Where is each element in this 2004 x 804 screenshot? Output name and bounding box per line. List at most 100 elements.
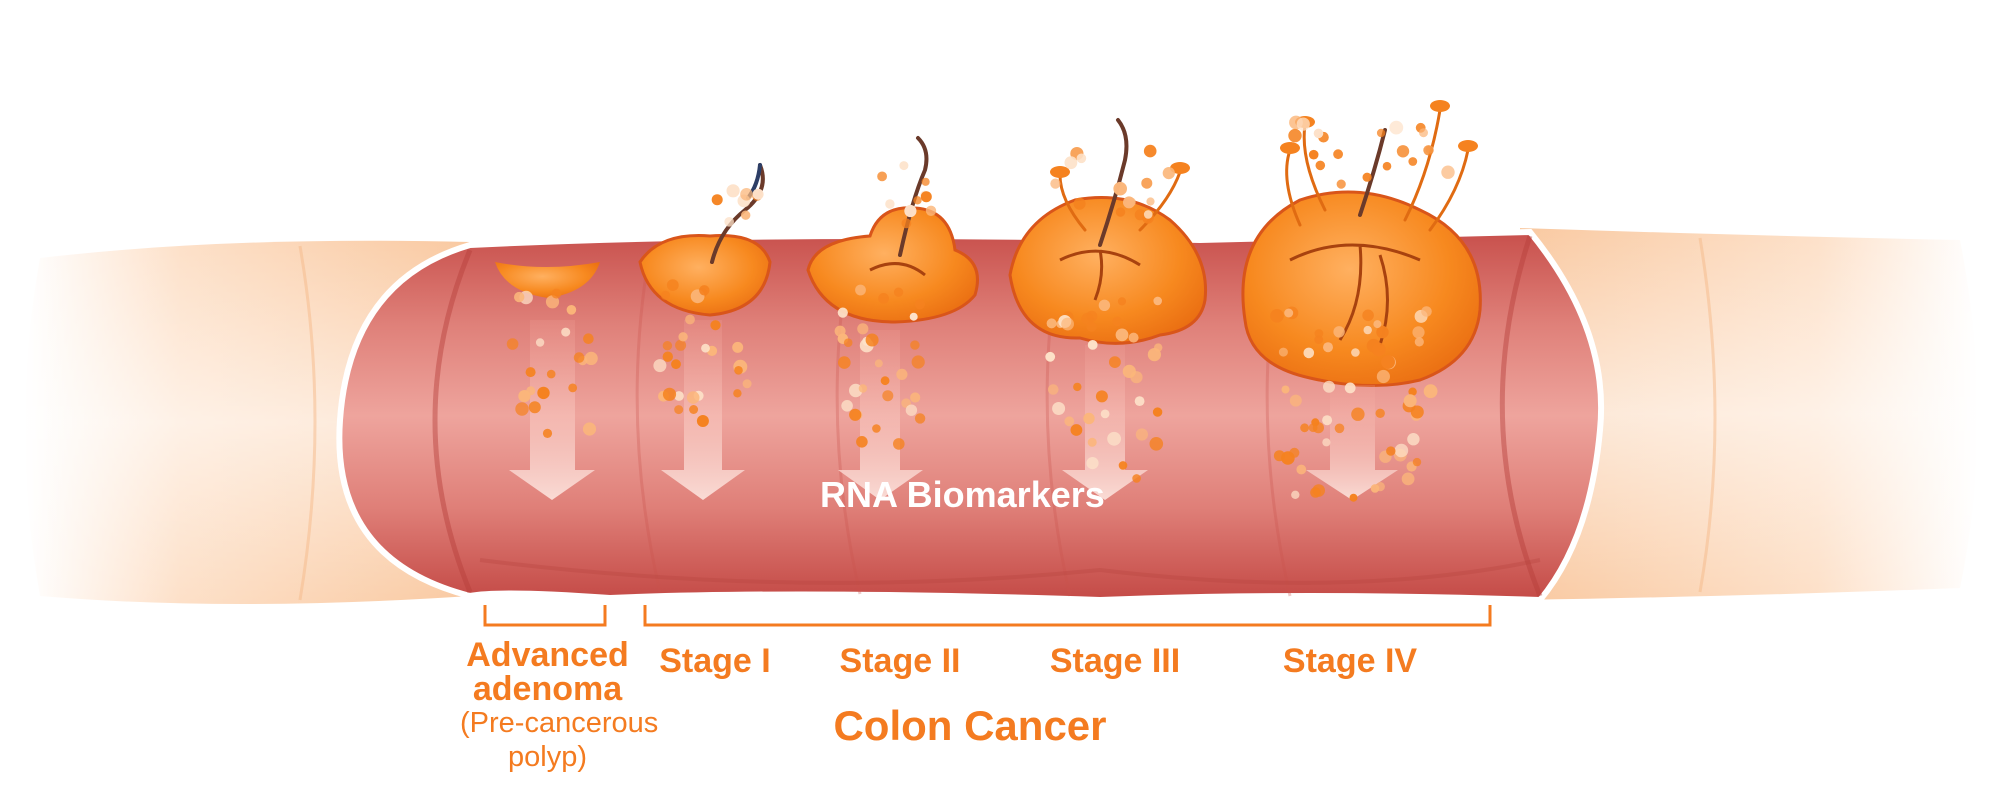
rna-particle <box>1107 431 1121 446</box>
rna-particle <box>913 196 922 205</box>
rna-particle <box>1310 487 1321 498</box>
rna-particle <box>910 340 920 350</box>
rna-particle <box>1281 385 1290 394</box>
rna-particle <box>1086 457 1099 470</box>
rna-particle <box>1095 390 1108 403</box>
rna-particle <box>1315 160 1326 171</box>
rna-particle <box>1143 210 1153 219</box>
stage-1-tumor <box>638 234 772 317</box>
rna-particle <box>1115 328 1129 342</box>
rna-particle <box>583 333 594 345</box>
rna-particle <box>1396 145 1410 158</box>
rna-particle <box>858 384 868 393</box>
outer-colon-right <box>1520 228 1978 600</box>
rna-particle <box>893 438 905 450</box>
rna-particle <box>1336 179 1346 189</box>
rna-particle <box>674 405 684 415</box>
rna-particle <box>837 307 848 318</box>
stage-brackets <box>483 605 1492 627</box>
rna-particle <box>1323 380 1335 393</box>
rna-particle <box>914 299 926 310</box>
rna-particle <box>1284 308 1294 318</box>
rna-particle <box>1410 405 1424 419</box>
rna-particle <box>849 408 862 421</box>
colon-cancer-label: Colon Cancer <box>833 702 1107 749</box>
rna-particle <box>525 367 536 378</box>
rna-particle <box>740 188 753 201</box>
rna-particle <box>699 285 710 296</box>
rna-particle <box>1351 407 1365 421</box>
rna-particle <box>1045 351 1056 362</box>
rna-particle <box>1134 396 1145 406</box>
adenoma-title-line2: adenoma <box>472 670 623 708</box>
rna-particle <box>1323 342 1333 353</box>
rna-particle <box>1149 437 1164 451</box>
rna-particle <box>1403 394 1417 408</box>
tumors <box>495 190 1482 388</box>
rna-particle <box>904 204 917 218</box>
rna-particle <box>1421 306 1432 317</box>
rna-particle <box>1083 412 1095 425</box>
rna-particle <box>546 369 556 379</box>
rna-particle <box>925 205 937 216</box>
rna-particle <box>882 390 894 402</box>
rna-particle <box>857 323 869 335</box>
rna-particle <box>1123 196 1135 209</box>
rna-particle <box>1070 424 1083 436</box>
rna-particle <box>1401 472 1415 486</box>
rna-particle <box>914 413 926 424</box>
rna-particle <box>1270 309 1284 323</box>
rna-particle <box>1333 326 1345 338</box>
rna-particle <box>1132 474 1141 483</box>
rna-particle <box>877 171 887 182</box>
rna-particle <box>518 390 531 403</box>
rna-particle <box>666 279 679 291</box>
rna-particle <box>1087 340 1098 350</box>
rna-particle <box>1296 117 1310 131</box>
stage-1-label: Stage I <box>659 642 771 680</box>
rna-particle <box>1333 149 1343 160</box>
stage-3-label: Stage III <box>1049 642 1181 680</box>
rna-particle <box>901 218 912 229</box>
stage-2-label: Stage II <box>839 642 961 680</box>
rna-particle <box>885 199 895 209</box>
rna-particle <box>920 191 932 203</box>
rna-particle <box>1376 369 1390 384</box>
rna-particle <box>732 341 744 353</box>
rna-particle <box>909 312 918 321</box>
rna-particle <box>696 415 709 427</box>
rna-particle <box>1076 153 1087 164</box>
rna-particle <box>1152 407 1163 417</box>
vessel-tips <box>1050 100 1478 178</box>
rna-particle <box>528 401 541 414</box>
rna-particle <box>1322 438 1331 447</box>
rna-particle <box>856 436 868 448</box>
rna-particle <box>689 405 699 414</box>
rna-particle <box>1441 165 1455 179</box>
rna-particle <box>537 386 550 400</box>
rna-particle <box>726 184 740 198</box>
biomarker-arrows <box>509 320 1398 500</box>
rna-particle <box>1073 197 1086 210</box>
rna-particle <box>1381 355 1395 369</box>
rna-particle <box>1412 326 1425 339</box>
rna-particle <box>741 210 751 220</box>
rna-particle <box>1100 409 1110 419</box>
rna-particle <box>535 338 545 347</box>
rna-particle <box>1296 464 1307 475</box>
rna-particle <box>514 291 525 303</box>
rna-particle <box>1081 312 1094 325</box>
rna-particle <box>1351 348 1360 357</box>
rna-particle <box>1308 149 1319 160</box>
rna-particle <box>1141 177 1153 189</box>
adenoma-sub-line1: (Pre-cancerous <box>460 707 659 739</box>
rna-particle <box>1122 364 1136 378</box>
stage-4-label: Stage IV <box>1282 642 1418 680</box>
rna-particles <box>506 115 1455 502</box>
rna-particle <box>1349 493 1358 502</box>
rna-particle <box>872 424 881 433</box>
rna-particle <box>1394 443 1409 458</box>
rna-particle <box>573 352 585 363</box>
rna-particle <box>515 402 529 416</box>
